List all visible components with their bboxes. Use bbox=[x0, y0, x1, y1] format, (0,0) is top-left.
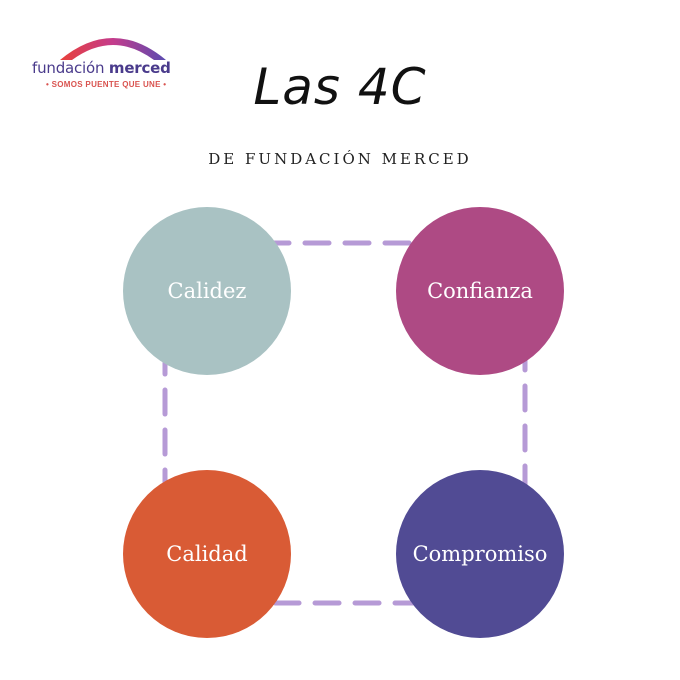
logo-tagline: • SOMOS PUENTE QUE UNE • bbox=[46, 80, 167, 89]
bridge-arc-icon bbox=[60, 38, 166, 60]
logo-word-light: fundación bbox=[32, 59, 105, 77]
node-calidez: Calidez bbox=[123, 207, 291, 375]
node-label-confianza: Confianza bbox=[427, 279, 533, 303]
node-label-calidez: Calidez bbox=[167, 279, 247, 303]
node-compromiso: Compromiso bbox=[396, 470, 564, 638]
logo-word-bold: merced bbox=[108, 59, 171, 77]
node-label-compromiso: Compromiso bbox=[412, 542, 548, 566]
page-subtitle: DE FUNDACIÓN MERCED bbox=[208, 150, 472, 168]
node-label-calidad: Calidad bbox=[166, 542, 248, 566]
logo-wordmark: fundación merced bbox=[32, 59, 171, 77]
node-confianza: Confianza bbox=[396, 207, 564, 375]
node-calidad: Calidad bbox=[123, 470, 291, 638]
logo: fundación merced • SOMOS PUENTE QUE UNE … bbox=[28, 26, 203, 96]
page-title: Las 4C bbox=[253, 58, 427, 116]
